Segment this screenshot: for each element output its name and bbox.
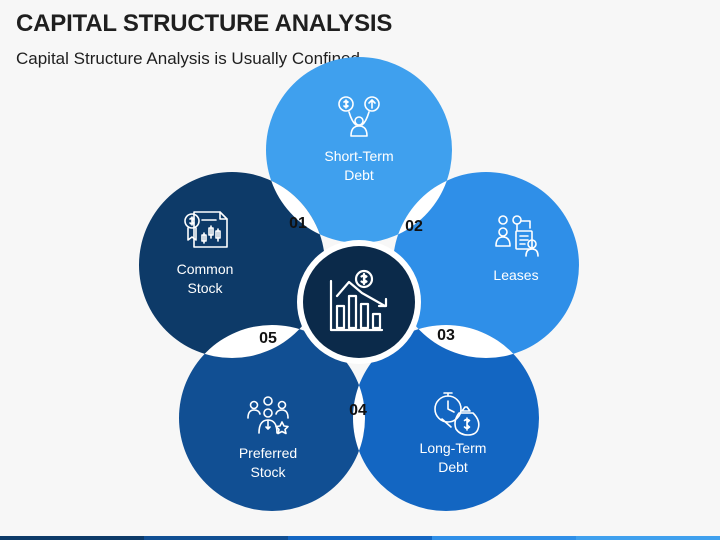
- money-up-person-icon: [338, 96, 380, 137]
- number-03: 03: [437, 327, 455, 344]
- petal-label-short-term-debt-line2: Debt: [344, 167, 374, 183]
- people-group-star-icon: [247, 396, 289, 435]
- number-04: 04: [349, 402, 367, 419]
- page-subtitle: Capital Structure Analysis is Usually Co…: [16, 49, 360, 68]
- number-05: 05: [259, 330, 277, 347]
- petal-label-preferred-stock-line2: Stock: [250, 464, 286, 480]
- bottom-bar-segment: [144, 536, 288, 540]
- bottom-color-bar: [0, 536, 720, 540]
- growth-chart-dollar-icon: [329, 269, 388, 332]
- clock-money-bag-icon: [434, 392, 480, 436]
- petal-label-long-term-debt-line2: Debt: [438, 459, 468, 475]
- petal-label-common-stock-line2: Stock: [187, 280, 223, 296]
- center-hub: [303, 246, 415, 358]
- bottom-bar-segment: [432, 536, 576, 540]
- petal-short-term-debt: [266, 57, 452, 243]
- petal-label-common-stock-line1: Common: [177, 261, 234, 277]
- bottom-bar-segment: [288, 536, 432, 540]
- petal-leases: [393, 172, 579, 358]
- bottom-bar-segment: [0, 536, 144, 540]
- petal-label-short-term-debt-line1: Short-Term: [324, 148, 393, 164]
- petal-long-term-debt: [353, 325, 539, 511]
- bottom-bar-segment: [576, 536, 720, 540]
- petal-layer: [139, 57, 579, 511]
- petal-preferred-stock: [179, 325, 365, 511]
- petal-label-preferred-stock-line1: Preferred: [239, 445, 297, 461]
- petal-label-long-term-debt-line1: Long-Term: [420, 440, 487, 456]
- number-01: 01: [289, 215, 307, 232]
- stock-certificate-icon: [184, 211, 228, 248]
- petal-label-leases: Leases: [493, 267, 538, 283]
- lease-people-icon: [495, 215, 539, 257]
- number-02: 02: [405, 218, 423, 235]
- page-title: CAPITAL STRUCTURE ANALYSIS: [16, 10, 393, 37]
